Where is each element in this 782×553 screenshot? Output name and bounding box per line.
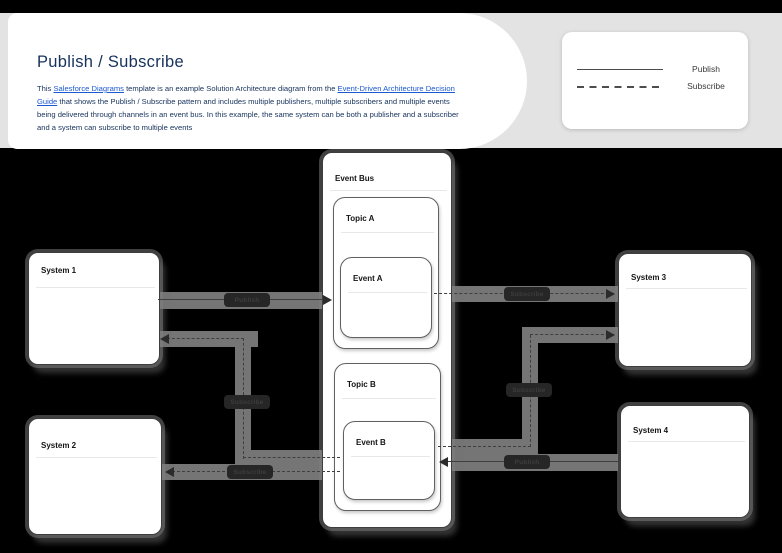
event-driven-guide-link-2[interactable]: Guide xyxy=(37,96,58,106)
page-title: Publish / Subscribe xyxy=(37,53,184,71)
arrowhead-into-system-3-lower xyxy=(606,330,615,340)
divider xyxy=(351,456,430,457)
header-card xyxy=(8,13,527,149)
legend-solid-line-swatch xyxy=(577,69,663,70)
node-event-a: Event A xyxy=(340,257,432,338)
connector-band-subscribe-s3-upper xyxy=(522,327,618,343)
node-event-b: Event B xyxy=(343,421,435,500)
arrowhead-into-system-1 xyxy=(160,334,169,344)
divider xyxy=(628,441,745,442)
node-event-a-label: Event A xyxy=(353,274,383,283)
salesforce-diagrams-link[interactable]: Salesforce Diagrams xyxy=(53,84,124,93)
description-line-3: being delivered through channels in an e… xyxy=(37,109,459,119)
node-system-3-label: System 3 xyxy=(631,273,667,282)
connector-label-publish-s4: Publish xyxy=(504,455,550,469)
connector-band-subscribe-s1 xyxy=(156,331,258,347)
node-system-4: System 4 xyxy=(620,405,750,518)
node-system-3: System 3 xyxy=(618,253,752,367)
arrowhead-into-system-3-top xyxy=(606,289,615,299)
description-text: This xyxy=(37,84,54,93)
node-system-1-label: System 1 xyxy=(41,266,77,275)
legend-label-subscribe: Subscribe xyxy=(687,81,725,91)
description-line-1: This Salesforce Diagrams template is an … xyxy=(37,83,482,96)
node-system-4-label: System 4 xyxy=(633,426,669,435)
arrowhead-into-system-2 xyxy=(165,467,174,477)
divider xyxy=(36,457,157,458)
connector-label-subscribe-s2: Subscribe xyxy=(227,465,273,479)
node-system-2: System 2 xyxy=(28,418,162,535)
divider xyxy=(348,292,427,293)
divider xyxy=(36,287,155,288)
arrowhead-into-event-a xyxy=(323,295,332,305)
node-topic-b-label: Topic B xyxy=(347,380,376,389)
connector-band-subscribe-s3-lower xyxy=(452,439,538,455)
divider xyxy=(341,232,434,233)
description-line-4: and a system can subscribe to multiple e… xyxy=(37,122,193,132)
description-text: that shows the Publish / Subscribe patte… xyxy=(57,96,450,106)
connector-label-subscribe-s3-top: Subscribe xyxy=(504,287,550,301)
node-system-2-label: System 2 xyxy=(41,441,77,450)
page-description: This Salesforce Diagrams template is an … xyxy=(37,83,482,135)
node-event-bus-label: Event Bus xyxy=(335,174,375,183)
description-line-2: Guide that shows the Publish / Subscribe… xyxy=(37,96,482,109)
arrowhead-into-event-b xyxy=(439,457,448,467)
legend-card: Publish Subscribe xyxy=(562,32,748,129)
connector-line-subscribe-s1-h xyxy=(162,338,244,339)
connector-label-subscribe-s1: Subscribe xyxy=(224,395,270,409)
legend-dashed-line-swatch xyxy=(577,86,663,88)
connector-label-publish-s1: Publish xyxy=(224,293,270,307)
node-event-b-label: Event B xyxy=(356,438,386,447)
divider xyxy=(342,398,436,399)
connector-line-subscribe-s3-h2 xyxy=(530,334,614,335)
node-topic-a-label: Topic A xyxy=(346,214,375,223)
divider xyxy=(626,288,747,289)
connector-label-subscribe-s3-lower: Subscribe xyxy=(506,383,552,397)
connector-line-subscribe-s1-h2 xyxy=(243,457,340,458)
connector-line-subscribe-s3-h1 xyxy=(438,446,531,447)
event-driven-guide-link[interactable]: Event-Driven Architecture Decision xyxy=(337,84,455,93)
divider xyxy=(330,190,447,191)
legend-label-publish: Publish xyxy=(692,64,720,74)
description-text: template is an example Solution Architec… xyxy=(123,84,338,93)
node-system-1: System 1 xyxy=(28,252,160,365)
connector-band-subscribe-s1-lower xyxy=(235,450,322,466)
